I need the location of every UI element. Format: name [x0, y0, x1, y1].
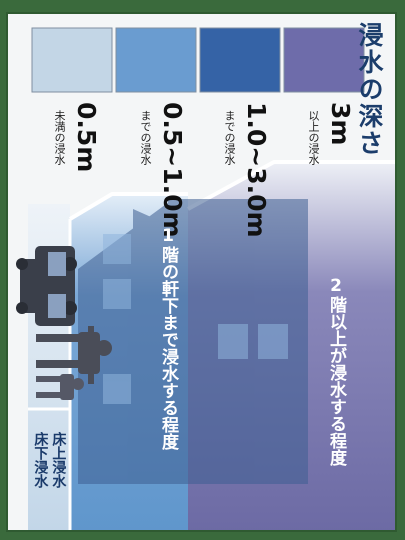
level-05to1m-main: 0.5~1.0m	[158, 102, 187, 238]
flood-diagram	[16, 27, 395, 530]
level-05to1m-sub: までの浸水	[139, 110, 152, 165]
level-under05m-sub: 未満の浸水	[53, 110, 66, 165]
swatch-3m	[283, 27, 365, 93]
adult-icon	[36, 326, 112, 384]
child-icon	[36, 374, 84, 400]
swatch-under05m	[31, 27, 113, 93]
legend-title: 浸水の深さ	[355, 22, 384, 157]
band-mid-label: 1階の軒下まで浸水する程度	[158, 226, 178, 450]
floor-above-label: 床上浸水	[50, 432, 67, 488]
flood-depth-legend: 浸水の深さ 3m 以上の浸水 1.0~3.0m までの浸水 0.5~1.0m ま…	[6, 12, 397, 532]
car-icon	[16, 246, 77, 326]
swatch-05to1m	[115, 27, 197, 93]
level-under05m-main: 0.5m	[72, 102, 101, 173]
band-deep-label: 2階以上が浸水する程度	[326, 276, 346, 466]
level-3m-main: 3m	[326, 102, 355, 146]
level-3m-sub: 以上の浸水	[307, 110, 320, 165]
level-1to3m-sub: までの浸水	[223, 110, 236, 165]
floor-below-label: 床下浸水	[32, 432, 49, 488]
swatch-1to3m	[199, 27, 281, 93]
level-1to3m-main: 1.0~3.0m	[242, 102, 271, 238]
